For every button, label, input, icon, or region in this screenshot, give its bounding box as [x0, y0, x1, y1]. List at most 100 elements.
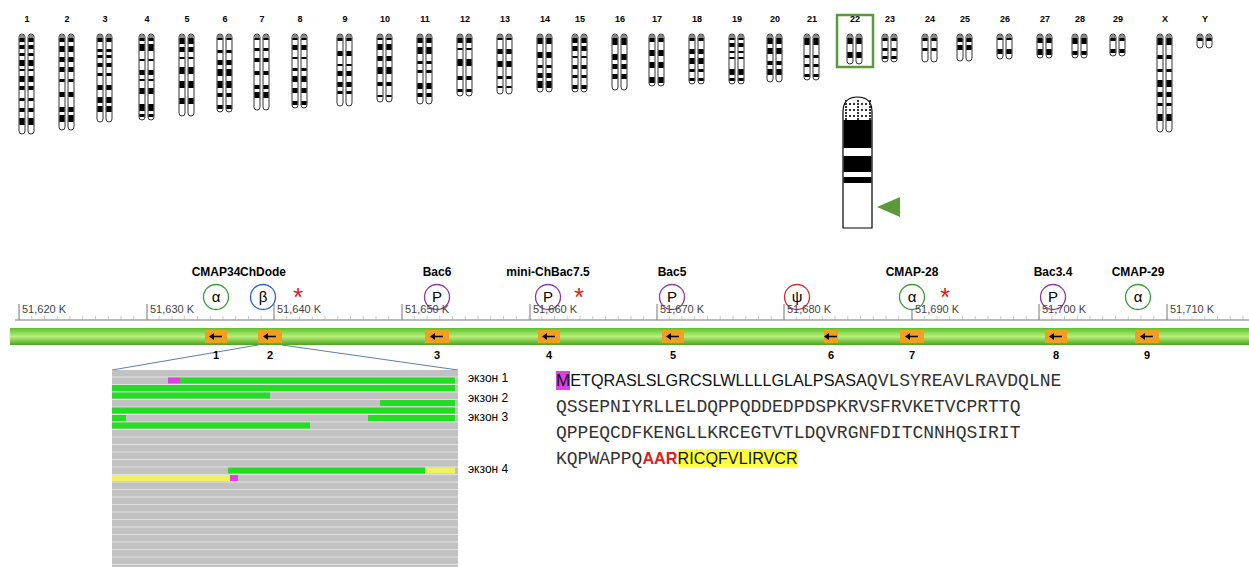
chromosome-band — [301, 38, 306, 40]
centromere-cap — [347, 35, 352, 38]
scale-minor-tick — [796, 316, 797, 320]
chromosome-band — [386, 67, 391, 74]
scale-minor-tick — [427, 316, 428, 320]
chromosome-band — [497, 61, 502, 67]
chromosome-number: 22 — [850, 14, 860, 24]
chromosome-band — [301, 101, 306, 105]
chromosome-band — [148, 88, 153, 94]
chromosome-band — [292, 57, 297, 59]
chromosome-band — [572, 65, 577, 69]
chromosome-band — [217, 93, 222, 97]
gene-box — [425, 330, 449, 343]
centromere-cap — [1007, 35, 1012, 38]
sequence-line: QSSEPNIYRLLELDQPPQDDEDPDSPKRVSFRVKETVCPR… — [556, 397, 1020, 417]
chromosome-band — [254, 38, 259, 40]
chromatid — [804, 34, 810, 80]
cap-pattern — [865, 109, 867, 111]
scale-minor-tick — [1026, 316, 1027, 320]
gene-box — [258, 330, 282, 343]
chromosome-band — [97, 97, 102, 103]
read-row — [112, 489, 458, 490]
chromosome-band — [28, 86, 33, 90]
chromosome-band — [1197, 38, 1202, 41]
chromosome-band — [891, 56, 896, 59]
chromatid — [1166, 34, 1172, 132]
chromosome-band — [506, 49, 511, 54]
scale-line — [15, 320, 1249, 321]
read-row — [112, 377, 458, 378]
annotation-circle: ChDodeβ — [249, 283, 277, 311]
read-row — [112, 482, 458, 483]
chromosome-band — [856, 52, 861, 58]
chromosome-band — [581, 75, 586, 78]
chromosome-band — [426, 38, 431, 43]
scale-minor-tick — [694, 316, 695, 320]
cap-pattern — [845, 112, 847, 114]
scale-tick — [147, 304, 148, 320]
read-row — [112, 542, 458, 543]
chromosome-number: 4 — [144, 14, 149, 24]
gene-number: 3 — [434, 349, 440, 361]
scale-minor-tick — [962, 316, 963, 320]
scale-minor-tick — [707, 316, 708, 320]
chromosome-band — [346, 64, 351, 66]
chromosome-band — [426, 93, 431, 97]
gene-arrow-head — [430, 333, 435, 340]
chromosome-band — [1157, 92, 1162, 97]
chromatid — [386, 34, 392, 102]
chromatid — [1046, 34, 1052, 58]
chromosome-band — [346, 51, 351, 56]
chromosome-band — [1110, 49, 1115, 53]
chromosome-band — [377, 38, 382, 40]
chromosome-band — [572, 85, 577, 89]
chromosome-band — [882, 56, 887, 59]
chromosome-band — [1072, 51, 1077, 55]
scale-minor-tick — [656, 316, 657, 320]
chromosome-band — [377, 95, 382, 97]
chromosome-number: 1 — [24, 14, 29, 24]
read-row — [112, 512, 458, 513]
chromosome-band — [466, 89, 471, 92]
chromosome-band — [649, 77, 654, 83]
cap-pattern — [857, 118, 859, 120]
chromosome-band — [97, 55, 102, 58]
chromosome-band — [139, 88, 144, 94]
chromosome-number: 29 — [1113, 14, 1123, 24]
exon-label: экзон 3 — [468, 410, 508, 424]
scale-minor-tick — [924, 316, 925, 320]
chromatid — [1119, 34, 1125, 56]
chromosome-band — [226, 38, 231, 40]
chromosome-band — [301, 68, 306, 71]
chromosome-band — [689, 69, 694, 72]
chromatid — [292, 34, 298, 108]
chromosome-band — [621, 54, 626, 60]
chromosome-band — [738, 38, 743, 40]
cap-pattern — [869, 103, 871, 105]
scale-label: 51,700 K — [1042, 303, 1086, 315]
chromosome-band — [377, 82, 382, 86]
chromosome-band — [188, 57, 193, 59]
chromosome-band — [856, 38, 861, 44]
scale-tick — [274, 304, 275, 320]
chromosome-band — [254, 92, 259, 98]
scale-minor-tick — [1141, 316, 1142, 320]
chromosome-band — [457, 38, 462, 43]
asterisk-mark: * — [293, 284, 303, 310]
gene-box — [538, 330, 560, 343]
gene-number: 7 — [909, 349, 915, 361]
scale-tick — [19, 304, 20, 320]
chromosome-band — [188, 81, 193, 88]
centromere-cap — [293, 35, 298, 38]
scale-minor-tick — [1102, 316, 1103, 320]
chromosome-band — [572, 75, 577, 78]
chromosome-band — [254, 48, 259, 51]
chromosome-band — [689, 38, 694, 41]
chromosome-band — [767, 48, 772, 54]
chromosome-band — [497, 76, 502, 79]
chromosome-band — [1119, 38, 1124, 41]
chromosome-band — [621, 64, 626, 69]
centromere-cap — [739, 35, 744, 38]
centromere-cap — [98, 35, 103, 38]
chromosome-number: 13 — [500, 14, 510, 24]
chromosome-band — [1037, 49, 1042, 55]
